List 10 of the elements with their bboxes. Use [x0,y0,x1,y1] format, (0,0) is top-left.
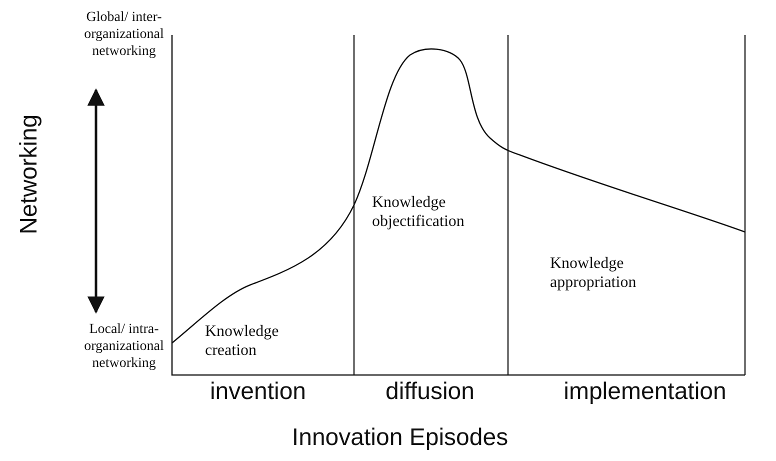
category-label: diffusion [384,378,476,407]
region-label: Knowledge creation [205,322,280,360]
axis-label: Global/ inter-organizational networking [83,10,165,60]
axis-title: Networking [16,114,44,234]
axis-label: Local/ intra-organizational networking [83,322,165,372]
region-label: Knowledge appropriation [550,254,638,292]
axis-title: Innovation Episodes [290,424,510,453]
category-label: invention [208,378,308,407]
region-label: Knowledge objectification [372,193,466,232]
category-label: implementation [562,378,728,407]
